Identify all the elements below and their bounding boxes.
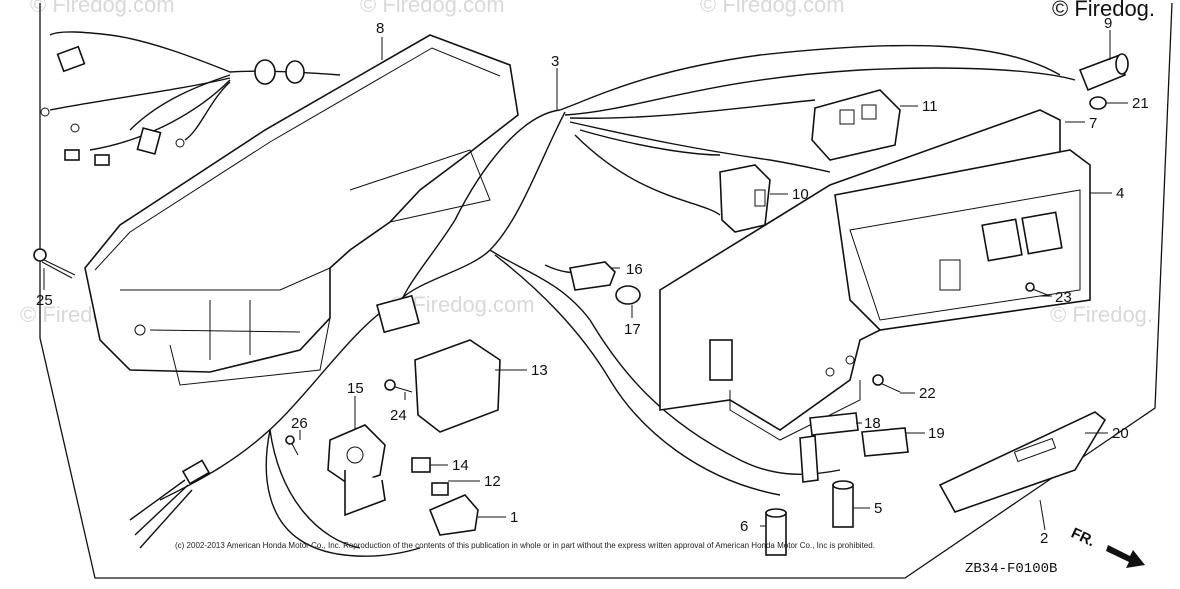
- battery-terminals: [765, 480, 854, 556]
- callout-4: 4: [1116, 185, 1124, 202]
- receptacle: [811, 89, 901, 161]
- solenoid: [327, 424, 386, 517]
- watermark-text: © Firedog.com: [360, 0, 505, 17]
- o-ring: [1089, 96, 1107, 110]
- direction-label: FR.: [1068, 525, 1097, 551]
- watermark-top-right: © Firedog.: [1052, 0, 1155, 21]
- wire-harness: [129, 44, 1076, 557]
- output-terminal: [1078, 53, 1129, 92]
- diagram-code: ZB34-F0100B: [965, 561, 1057, 577]
- front-arrow-icon: [1106, 545, 1145, 568]
- callout-26: 26: [291, 415, 308, 432]
- callout-11: 11: [922, 98, 938, 115]
- callout-12: 12: [484, 473, 501, 490]
- callout-20: 20: [1112, 425, 1129, 442]
- control-unit: [376, 294, 501, 433]
- harness-terminals: [40, 31, 341, 166]
- callout-5: 5: [874, 500, 882, 517]
- callout-13: 13: [531, 362, 548, 379]
- callout-24: 24: [390, 407, 407, 424]
- callout-22: 22: [919, 385, 936, 402]
- callout-8: 8: [376, 20, 384, 37]
- callout-19: 19: [928, 425, 945, 442]
- watermark-text: © Firedog.: [1050, 302, 1153, 327]
- diode: [428, 494, 479, 536]
- callout-16: 16: [626, 261, 643, 278]
- circuit-breaker: [719, 164, 771, 233]
- callout-21: 21: [1132, 95, 1149, 112]
- callout-25: 25: [36, 292, 53, 309]
- switch-parts: [569, 261, 641, 305]
- leader-lines: [43, 30, 1128, 531]
- callout-3: 3: [551, 53, 559, 70]
- control-panel: [659, 109, 1091, 441]
- callout-2: 2: [1040, 530, 1048, 547]
- callout-6: 6: [740, 518, 748, 535]
- callout-23: 23: [1055, 289, 1072, 306]
- watermark-layer: © Firedog.com © Firedog.com © Firedog.co…: [20, 0, 1155, 327]
- front-direction-indicator: FR.: [1068, 525, 1145, 568]
- callout-7: 7: [1089, 115, 1097, 132]
- callout-1: 1: [510, 509, 518, 526]
- copyright-notice: (c) 2002-2013 American Honda Motor Co., …: [175, 541, 875, 550]
- callout-9: 9: [1104, 15, 1112, 32]
- callout-numbers: 8 3 9 21 11 7 10 4 25 16 17 23 13 22 15 …: [36, 15, 1149, 547]
- diagram-frame: [39, 2, 1173, 579]
- control-box-case: [84, 34, 519, 386]
- screws: [33, 248, 1051, 456]
- decal-labels: [799, 411, 1107, 513]
- callout-17: 17: [624, 321, 641, 338]
- fuse: [431, 482, 449, 496]
- callout-14: 14: [452, 457, 469, 474]
- callout-10: 10: [792, 186, 809, 203]
- fuse-holder: [411, 457, 431, 473]
- callout-18: 18: [864, 415, 881, 432]
- watermark-text: © Firedog.com: [30, 0, 175, 17]
- watermark-text: © Firedog.com: [700, 0, 845, 17]
- callout-15: 15: [347, 380, 364, 397]
